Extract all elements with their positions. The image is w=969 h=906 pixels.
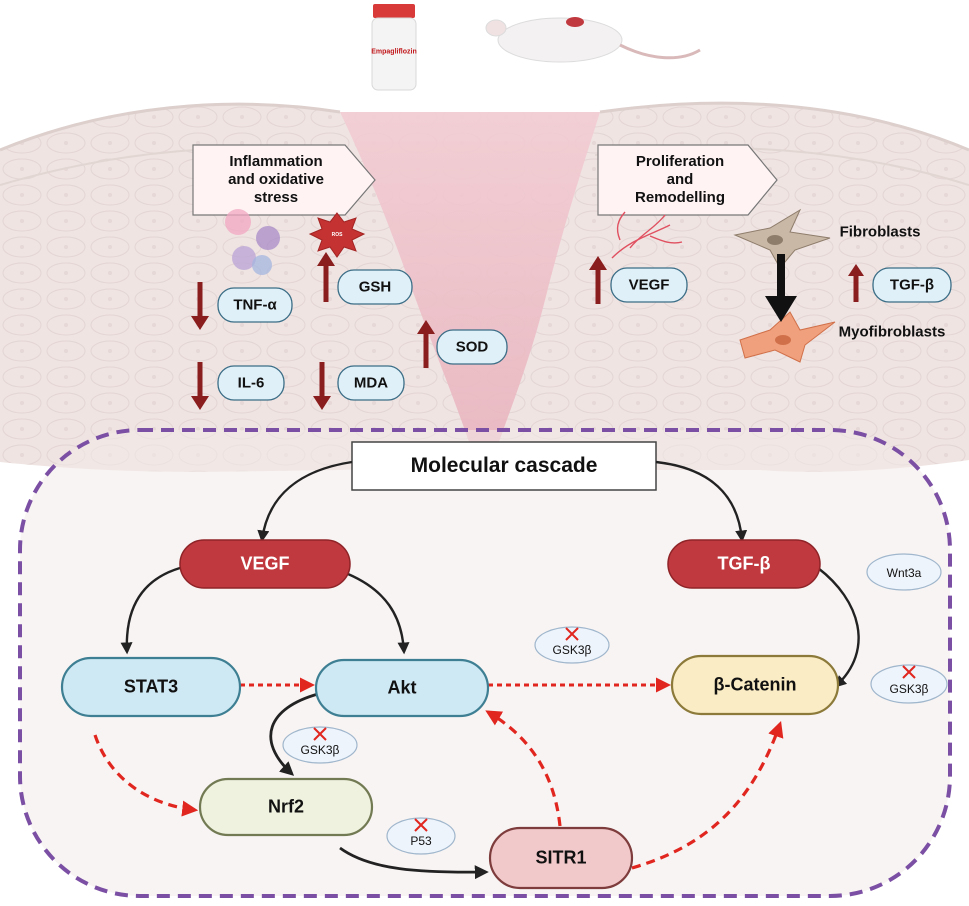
catenin-node-label: β-Catenin bbox=[713, 674, 797, 695]
immune-cells-icon bbox=[225, 209, 280, 275]
fibroblasts-label: Fibroblasts bbox=[839, 223, 921, 241]
blood-vessel-icon bbox=[611, 211, 683, 259]
proliferation-line-1: Proliferation bbox=[635, 153, 725, 170]
catenin-node bbox=[670, 654, 840, 716]
cascade-title: Molecular cascade bbox=[410, 454, 598, 477]
proliferation-line-3: Remodelling bbox=[634, 189, 726, 206]
stat3-node-label: STAT3 bbox=[123, 676, 179, 697]
inflammation-line-2: and oxidative bbox=[228, 171, 324, 188]
nrf2-to-sirt1-arrow bbox=[339, 846, 489, 880]
differentiation-arrowhead bbox=[765, 296, 797, 322]
gsk-right-cross-icon bbox=[902, 665, 916, 679]
ros-icon bbox=[308, 212, 366, 258]
tnf-label: TNF-α bbox=[233, 296, 277, 314]
gsk-mid-cross-icon bbox=[313, 727, 327, 741]
tgf-node-label: TGF-β bbox=[717, 553, 771, 574]
nrf2-node bbox=[198, 777, 374, 837]
gsk-mid-label: GSK3β bbox=[300, 743, 340, 757]
myofibroblast-nucleus bbox=[775, 335, 791, 345]
il6-pill bbox=[217, 365, 285, 401]
gsh-label: GSH bbox=[358, 278, 392, 296]
il6-label: IL-6 bbox=[237, 374, 265, 392]
tgf-marker-label: TGF-β bbox=[889, 276, 935, 294]
cascade-title-box bbox=[351, 441, 657, 491]
p53-cross-icon bbox=[414, 818, 428, 832]
sod-up-arrow bbox=[417, 320, 435, 368]
tgf-pill bbox=[872, 267, 952, 303]
myofibroblasts-label: Myofibroblasts bbox=[838, 323, 946, 341]
vegf-pill bbox=[610, 267, 688, 303]
proliferation-box bbox=[597, 144, 778, 216]
inflammation-box bbox=[192, 144, 376, 216]
inflammation-line-3: stress bbox=[253, 189, 299, 206]
stat3-to-nrf2-dashed bbox=[93, 734, 199, 817]
wnt3a-label: Wnt3a bbox=[886, 566, 922, 580]
sirt1-to-akt-dashed bbox=[485, 710, 562, 827]
skin-surface-right bbox=[599, 101, 969, 152]
vegf-to-akt-arrow bbox=[347, 572, 410, 655]
tgf-node bbox=[667, 539, 821, 589]
nrf2-node-label: Nrf2 bbox=[267, 796, 305, 817]
sirt1-to-catenin-dashed bbox=[631, 720, 784, 870]
mda-pill bbox=[337, 365, 405, 401]
gsh-up-arrow bbox=[317, 252, 335, 302]
tgf-up-arrow bbox=[848, 264, 864, 302]
sod-pill bbox=[436, 329, 508, 365]
akt-to-nrf2-arrow bbox=[269, 692, 319, 776]
vegf-node bbox=[179, 539, 351, 589]
p53-ellipse bbox=[386, 817, 456, 855]
sirt1-node bbox=[488, 826, 634, 890]
skin-surface-left bbox=[0, 102, 341, 152]
ros-label: ROS bbox=[331, 232, 343, 238]
sod-label: SOD bbox=[455, 338, 489, 356]
p53-label: P53 bbox=[410, 834, 432, 848]
mda-label: MDA bbox=[353, 374, 389, 392]
bottle-label: Empagliflozin bbox=[371, 48, 417, 56]
gsh-pill bbox=[337, 269, 413, 305]
tnf-down-arrow bbox=[191, 282, 209, 330]
tnf-pill bbox=[217, 287, 293, 323]
gsk-top-ellipse bbox=[534, 626, 610, 664]
gsk-right-label: GSK3β bbox=[889, 682, 929, 696]
title-to-vegf-arrow bbox=[257, 460, 353, 543]
fibroblast-nucleus bbox=[767, 235, 783, 245]
inflammation-line-1: Inflammation bbox=[229, 153, 323, 170]
tgf-to-catenin-arrow bbox=[817, 567, 860, 688]
akt-node bbox=[314, 658, 490, 718]
il6-down-arrow bbox=[191, 362, 209, 410]
proliferation-line-2: and bbox=[666, 171, 694, 188]
vegf-to-stat3-arrow bbox=[120, 566, 181, 655]
mda-down-arrow bbox=[313, 362, 331, 410]
wnt3a-ellipse bbox=[866, 553, 942, 591]
empagliflozin-bottle-icon bbox=[371, 4, 417, 91]
akt-node-label: Akt bbox=[387, 677, 417, 698]
vegf-node-label: VEGF bbox=[240, 553, 290, 574]
gsk-top-cross-icon bbox=[565, 627, 579, 641]
stat3-node bbox=[60, 656, 242, 718]
gsk-mid-ellipse bbox=[282, 726, 358, 764]
mouse-icon bbox=[485, 17, 701, 63]
vegf-marker-label: VEGF bbox=[628, 276, 670, 294]
sirt1-node-label: SITR1 bbox=[535, 847, 587, 868]
gsk-right-ellipse bbox=[870, 664, 948, 704]
gsk-top-label: GSK3β bbox=[552, 643, 592, 657]
title-to-tgf-arrow bbox=[655, 460, 748, 543]
wound-area bbox=[340, 112, 600, 445]
vegf-up-arrow bbox=[589, 256, 607, 304]
